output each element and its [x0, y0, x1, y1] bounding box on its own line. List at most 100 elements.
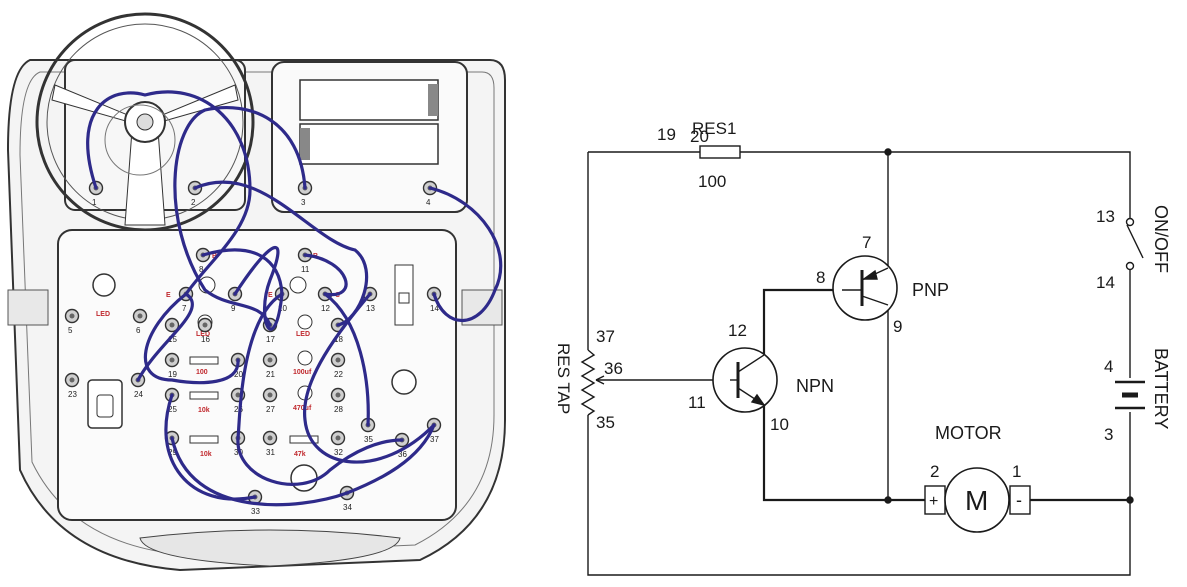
kit-board: LED LED LED 100uf 470uf 100 10k 10k 47k …	[6, 12, 506, 572]
npn-collector-pin: 12	[728, 321, 747, 340]
label-cap-100: 100uf	[293, 369, 312, 376]
pnp-name: PNP	[912, 280, 949, 300]
jumper-wire-6[interactable]	[303, 253, 348, 297]
battery-minus-pin: 3	[1104, 425, 1113, 444]
jumper-wire-11[interactable]	[303, 292, 436, 464]
terminal-label-14: 14	[430, 304, 439, 313]
battery-name: BATTERY	[1151, 348, 1171, 429]
speaker	[290, 464, 318, 492]
terminal-label-9: 9	[231, 304, 236, 313]
motor-pin-plus: 2	[930, 462, 939, 481]
res1-pin-a: 19	[657, 125, 676, 144]
jumper-wire-9[interactable]	[236, 292, 404, 486]
jumper-wire-8[interactable]	[233, 245, 284, 331]
terminal-label-23: 23	[68, 390, 77, 399]
pnp-base-pin: 8	[816, 268, 825, 287]
terminal-28-pin	[335, 392, 341, 398]
potentiometer	[391, 369, 417, 395]
motor-plus-sign: +	[929, 493, 938, 510]
led-left-bulb	[92, 273, 116, 297]
terminal-label-33: 33	[251, 507, 260, 516]
wheel-hub-center	[136, 113, 154, 131]
label-res-47: 47k	[294, 451, 306, 458]
terminal-label-17: 17	[266, 335, 275, 344]
label-led-left: LED	[96, 311, 110, 318]
pnp-emitter-arrow	[861, 269, 878, 280]
terminal-26-pin	[235, 392, 241, 398]
terminal-label-21: 21	[266, 370, 275, 379]
res-tap-bottom-pin: 35	[596, 413, 615, 432]
switch-name: ON/OFF	[1151, 205, 1171, 273]
battery-cell-top	[299, 79, 439, 121]
terminal-21-pin	[267, 357, 273, 363]
res1-name: RES1	[692, 119, 736, 138]
terminal-label-4: 4	[426, 198, 431, 207]
pnp-collector-pin: 9	[893, 317, 902, 336]
terminal-label-32: 32	[334, 448, 343, 457]
terminal-label-37: 37	[430, 435, 439, 444]
battery-cell-bottom	[299, 123, 439, 165]
label-res-100: 100	[196, 369, 208, 376]
wire-pnp-base	[762, 288, 842, 355]
label-led-mid: LED	[196, 331, 210, 338]
npn-name: NPN	[796, 376, 834, 396]
terminal-label-28: 28	[334, 405, 343, 414]
jumper-wire-4[interactable]	[428, 186, 503, 322]
terminal-label-10: 10	[278, 304, 287, 313]
terminal-label-1: 1	[92, 198, 97, 207]
terminal-label-24: 24	[134, 390, 143, 399]
terminal-31-pin	[267, 435, 273, 441]
res-tap-tap-pin: 36	[604, 359, 623, 378]
terminal-22-pin	[335, 357, 341, 363]
left-rail	[7, 289, 49, 326]
label-e2: E	[268, 292, 273, 299]
jumper-wire-7[interactable]	[143, 292, 240, 385]
terminal-label-19: 19	[168, 370, 177, 379]
terminal-label-6: 6	[136, 326, 141, 335]
jumper-wire-10[interactable]	[323, 292, 370, 427]
pnp-collector-lead	[861, 295, 889, 306]
res1-value: 100	[698, 172, 726, 191]
terminal-label-7: 7	[182, 304, 187, 313]
npn-base-pin: 11	[688, 393, 706, 412]
terminal-label-20: 20	[234, 370, 243, 379]
res1-body	[699, 145, 741, 159]
wheel-spoke-bottom	[124, 129, 166, 226]
terminal-label-18: 18	[334, 335, 343, 344]
motor-body	[944, 467, 1010, 533]
terminal-label-34: 34	[343, 503, 352, 512]
npn-collector-lead	[737, 354, 765, 373]
label-res-10k: 10k	[198, 407, 210, 414]
res-100-body	[189, 356, 219, 365]
res-tap-name: RES TAP	[554, 343, 573, 414]
switch-knob	[398, 292, 410, 304]
jumper-wire-3[interactable]	[173, 105, 307, 327]
terminal-6-pin	[137, 313, 143, 319]
label-led-right: LED	[296, 331, 310, 338]
battery-spring-b	[300, 128, 310, 160]
npn-emitter-pin: 10	[770, 415, 789, 434]
motor-terminal-right	[1009, 485, 1031, 515]
wire-left-lower	[587, 415, 1131, 576]
terminal-label-13: 13	[366, 304, 375, 313]
switch-pin-a: 13	[1096, 207, 1115, 226]
pnp-body	[832, 255, 898, 321]
terminal-label-35: 35	[364, 435, 373, 444]
switch-pin-b: 14	[1096, 273, 1115, 292]
pnp-emitter-pin: 7	[862, 233, 871, 252]
terminal-label-8: 8	[199, 265, 204, 274]
jumper-wire-14[interactable]	[170, 423, 436, 507]
res-tap-zigzag	[580, 349, 596, 416]
switch-contact-top	[1125, 217, 1135, 227]
jumper-wire-12[interactable]	[136, 292, 194, 382]
terminal-label-2: 2	[191, 198, 196, 207]
terminal-label-15: 15	[168, 335, 177, 344]
motor-minus-sign: -	[1016, 490, 1022, 510]
res-tap-arrow	[595, 375, 605, 385]
terminal-16-pin	[202, 322, 208, 328]
battery-plus-pin: 4	[1104, 357, 1113, 376]
transistor-right-body	[289, 276, 307, 294]
res-10k-body	[189, 391, 219, 400]
terminal-5-pin	[69, 313, 75, 319]
schematic-labels: 19 20 RES1 100 37 36 35 RES TAP 12 11 10…	[554, 119, 1171, 516]
